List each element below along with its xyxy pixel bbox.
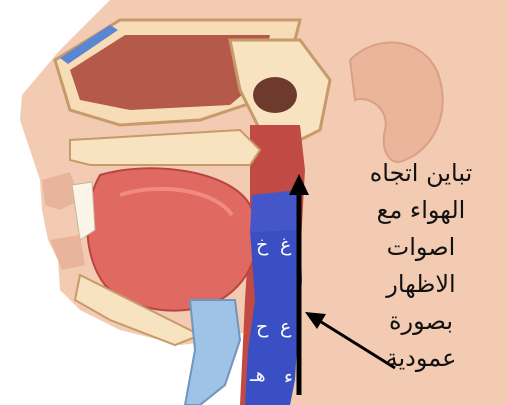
letter-ha: هـ: [250, 366, 266, 385]
caption-line: الهواء مع: [356, 192, 486, 229]
letter-ghain: غ: [280, 236, 291, 255]
caption-line: عمودية: [356, 340, 486, 377]
caption-line: تباين اتجاه: [356, 155, 486, 192]
letter-khaa: خ: [256, 236, 268, 255]
caption-line: اصوات: [356, 229, 486, 266]
larynx: [185, 300, 240, 405]
caption-line: بصورة: [356, 303, 486, 340]
lower-lip: [50, 235, 85, 270]
sinus-cavity: [253, 77, 297, 113]
letter-hamza: ء: [284, 368, 293, 387]
letter-ain: ع: [280, 318, 291, 337]
airway-upper: [250, 190, 300, 232]
caption-line: الاظهار: [356, 266, 486, 303]
letter-haa: ح: [256, 318, 268, 337]
caption-airflow-direction: تباين اتجاه الهواء مع اصوات الاظهار بصور…: [356, 155, 486, 377]
